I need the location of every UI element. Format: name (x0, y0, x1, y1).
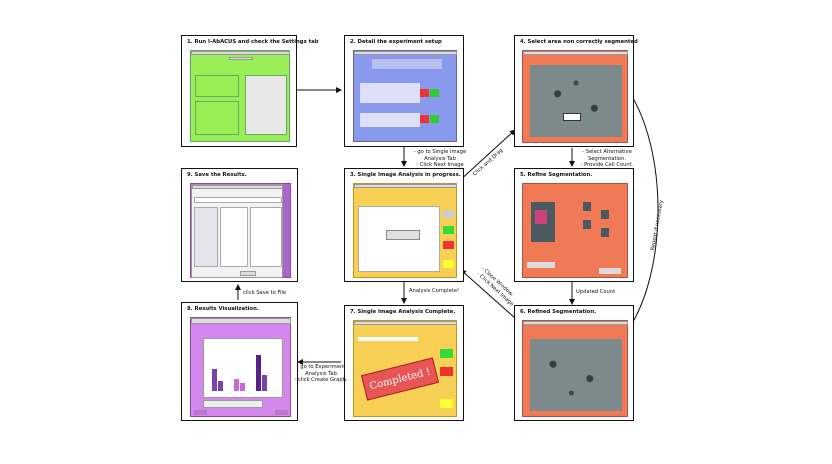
edge-label-8-to-9: click Save to File (243, 290, 287, 296)
panel-step-4: 4. Select area non correctly segmented (514, 35, 638, 147)
edge-label-2-to-3-line2: Analysis Tab (424, 155, 456, 162)
refined-segmentation-screenshot (522, 320, 628, 417)
edge-label-5-to-6: Updated Count (576, 289, 616, 295)
edge-label-2-to-3: - go to Single Image Analysis Tab - Clic… (410, 149, 470, 169)
panel-step-9-title: 9. Save the Results. (187, 172, 247, 178)
panel-step-7: 7. Single Image Analysis Complete. Compl… (344, 305, 464, 421)
panel-step-2: 2. Detail the experiment setup (344, 35, 464, 147)
panel-step-1: 1. Run I-AbACUS and check the Settings t… (181, 35, 319, 147)
panel-step-4-title: 4. Select area non correctly segmented (520, 39, 638, 45)
chart-area (203, 338, 283, 398)
arrow-6-to-3 (460, 269, 516, 319)
panel-step-5-title: 5. Refine Segmentation. (520, 172, 593, 178)
panel-step-3-title: 3. Single Image Analysis in progress. (350, 172, 461, 178)
panel-step-8-title: 8. Results Visualization. (187, 306, 259, 312)
refined-cell-image (530, 339, 622, 411)
edge-label-4-to-5-line1: - Select Alternative (582, 149, 632, 155)
refine-segmentation-screenshot (522, 183, 628, 278)
edge-label-2-to-3-line3: - Click Next Image (416, 162, 464, 168)
settings-tab-screenshot (190, 50, 290, 142)
cell-image (530, 65, 622, 137)
edge-label-7-to-8-line1: - go to Experiment (296, 364, 346, 370)
panel-step-9: 9. Save the Results. (181, 168, 298, 282)
panel-step-6-title: 6. Refined Segmentation. (520, 309, 597, 315)
results-visualization-screenshot (190, 317, 291, 417)
edge-label-3-to-7: Analysis Complete! (409, 288, 460, 294)
edge-label-4-to-5-line3: - Provide Cell Count. (580, 162, 634, 168)
panel-step-6: 6. Refined Segmentation. (514, 305, 634, 421)
panel-step-8: 8. Results Visualization. (181, 302, 298, 421)
panel-step-2-title: 2. Detail the experiment setup (350, 39, 442, 45)
panel-step-7-title: 7. Single Image Analysis Complete. (350, 309, 456, 315)
arrow-3-to-4 (457, 129, 516, 183)
edge-label-4-to-5: - Select Alternative Segmentation. - Pro… (574, 149, 640, 169)
panel-step-5: 5. Refine Segmentation. (514, 168, 634, 282)
save-results-screenshot (190, 183, 291, 278)
analysis-in-progress-screenshot (353, 183, 457, 278)
experiment-setup-screenshot (353, 50, 457, 142)
edge-label-4-to-5-line2: Segmentation. (587, 155, 627, 162)
edge-label-2-to-3-line1: - go to Single Image (413, 149, 467, 155)
panel-step-3: 3. Single Image Analysis in progress. (344, 168, 464, 282)
edge-label-7-to-8-line2: Analysis Tab (305, 370, 337, 377)
panel-step-1-title: 1. Run I-AbACUS and check the Settings t… (187, 39, 319, 45)
select-area-screenshot (522, 50, 628, 143)
edge-label-7-to-8-line3: - click Create Graph. (294, 377, 348, 383)
edge-label-7-to-8: - go to Experiment Analysis Tab - click … (294, 364, 348, 384)
arrow-repeat (627, 89, 659, 331)
